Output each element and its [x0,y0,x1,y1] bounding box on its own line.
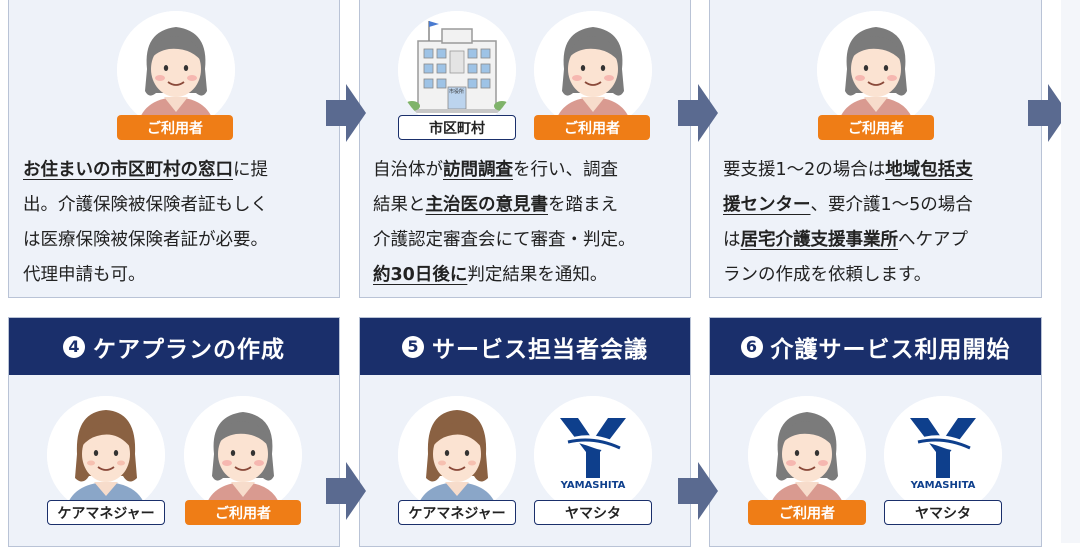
user-label: ご利用者 [818,115,934,140]
yamashita-label: ヤマシタ [534,500,652,525]
step4-card: 4 ケアプランの作成 ケアマネジャー ご利用者 [8,317,340,547]
step5-card: 5 サービス担当者会議 YAMASHITA ケアマネジャー ヤマシタ [359,317,691,547]
step1-highlight-counter: お住まいの市区町村の窓口 [23,160,233,180]
elderly-woman-icon [117,11,235,129]
step1-card: ご利用者 お住まいの市区町村の窓口に提 出。介護保険被保険者証もしく は医療保険… [8,0,340,298]
yamashita-label: ヤマシタ [884,500,1002,525]
next-arrow-icon [326,462,366,520]
elderly-woman-icon [748,396,866,514]
step3-description: 要支援1〜2の場合は地域包括支 援センター、要介護1〜5の場合 は居宅介護支援事… [723,160,973,285]
next-arrow-icon [678,462,718,520]
step-number-badge: 6 [740,335,763,358]
next-arrow-icon [326,84,366,142]
step3-card: ご利用者 要支援1〜2の場合は地域包括支 援センター、要介護1〜5の場合 は居宅… [709,0,1042,298]
care-manager-woman-icon [398,396,516,514]
building-sign: 市役所 [449,89,465,95]
yamashita-logo-icon: YAMASHITA [534,396,652,514]
elderly-woman-icon [184,396,302,514]
step4-title: ケアプランの作成 [93,336,285,363]
step6-header: 6 介護サービス利用開始 [710,318,1041,375]
step2-description: 自治体が訪問調査を行い、調査 結果と主治医の意見書を踏まえ 介護認定審査会にて審… [373,160,636,285]
step-number-badge: 4 [63,335,85,358]
step1-description: お住まいの市区町村の窓口に提 出。介護保険被保険者証もしく は医療保険被保険者証… [23,160,268,285]
step5-header: 5 サービス担当者会議 [360,318,690,375]
logo-text: YAMASHITA [910,480,976,491]
yamashita-logo-icon: YAMASHITA [884,396,1002,514]
logo-text: YAMASHITA [560,480,626,491]
step6-title: 介護サービス利用開始 [770,336,1011,363]
step6-card: 6 介護サービス利用開始 YAMASHITA ご利用者 ヤマシタ [709,317,1042,547]
step2-card: 市役所 市区町村 ご利用者 自治体が訪問調査を行い、調査 結果と主治医の意見書を… [359,0,691,298]
step-number-badge: 5 [402,335,424,358]
user-label: ご利用者 [185,500,301,525]
next-card-edge [1061,0,1080,543]
step4-header: 4 ケアプランの作成 [9,318,339,375]
city-hall-label: 市区町村 [398,115,516,140]
user-label: ご利用者 [534,115,650,140]
next-arrow-icon [678,84,718,142]
user-label: ご利用者 [117,115,233,140]
elderly-woman-icon [534,11,652,129]
step5-title: サービス担当者会議 [432,336,648,363]
elderly-woman-icon [817,11,935,129]
care-manager-woman-icon [47,396,165,514]
user-label: ご利用者 [748,500,866,525]
care-manager-label: ケアマネジャー [47,500,165,525]
care-manager-label: ケアマネジャー [398,500,516,525]
city-hall-building-icon: 市役所 [398,11,516,129]
